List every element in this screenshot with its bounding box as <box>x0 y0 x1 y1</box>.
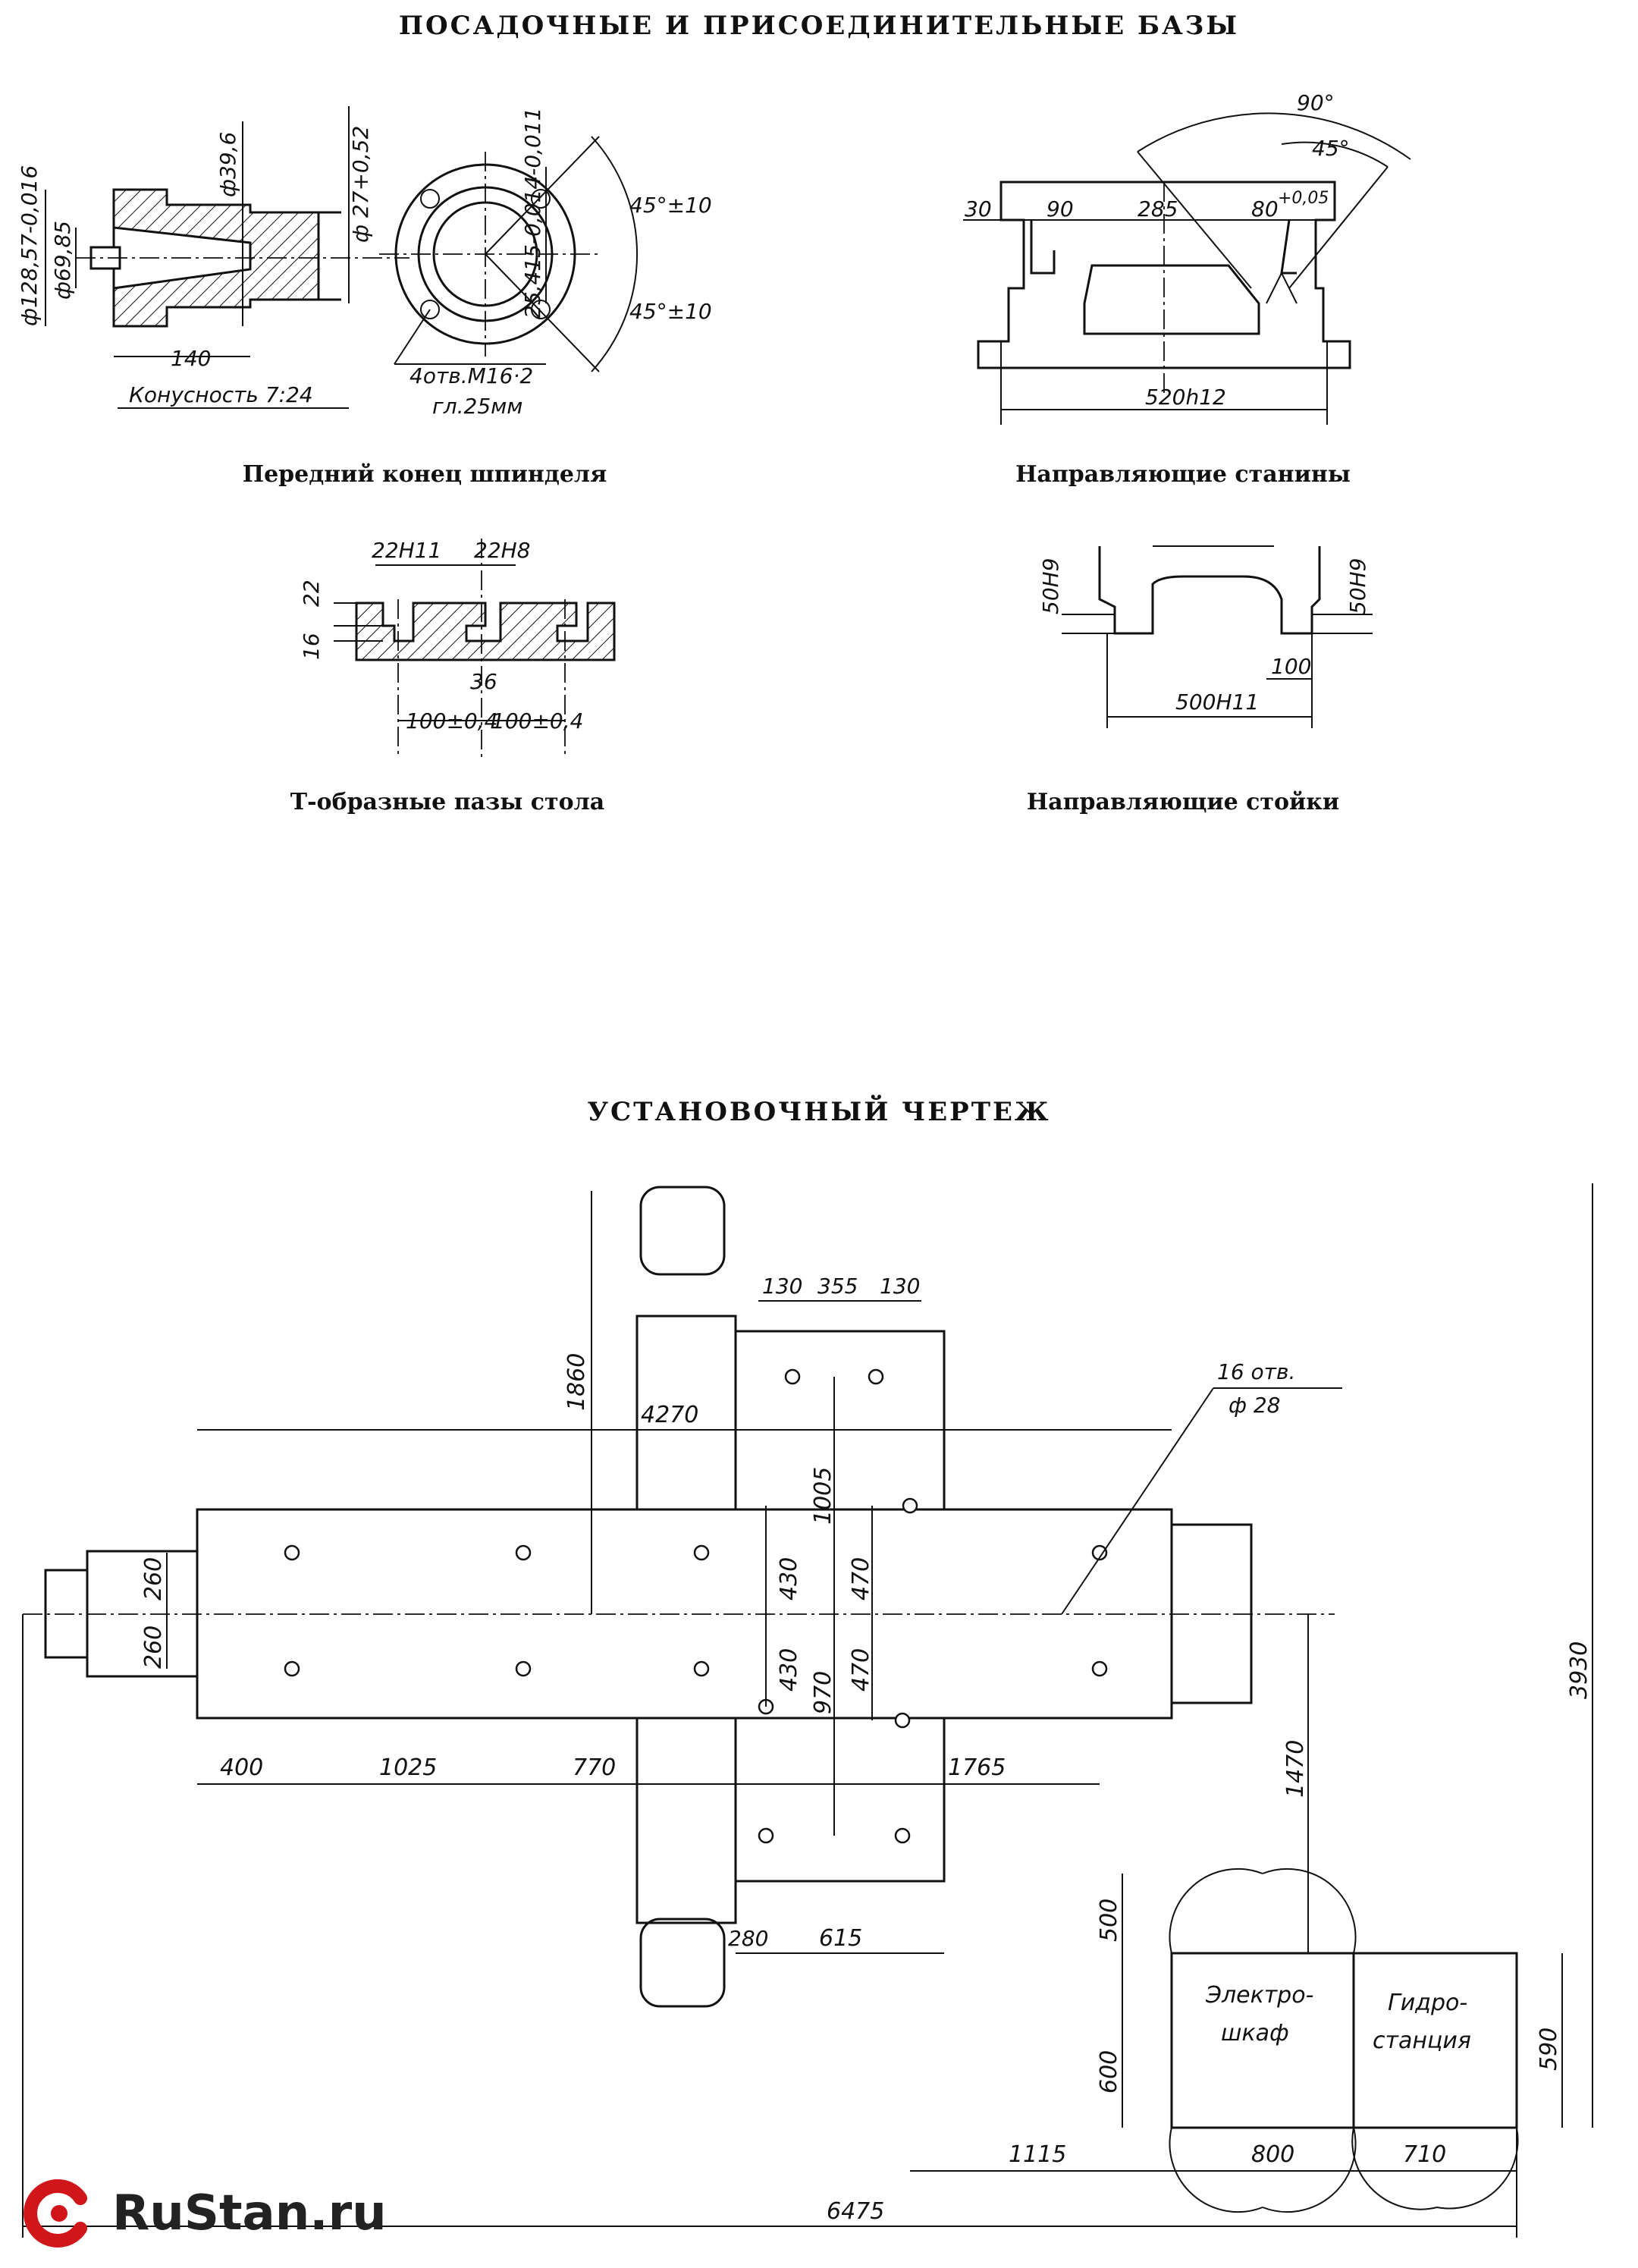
dim-depth: гл.25мм <box>432 394 522 419</box>
dim-430b: 430 <box>776 1648 802 1692</box>
elektro-label-2: шкаф <box>1221 2020 1289 2047</box>
dim-6475: 6475 <box>827 2198 884 2225</box>
dim-3930: 3930 <box>1566 1641 1592 1699</box>
dim-taper: Конусность 7:24 <box>129 382 313 407</box>
dim-1005: 1005 <box>810 1467 836 1525</box>
dim-slot-pitch1: 100±0,4 <box>406 708 497 733</box>
dim-615: 615 <box>819 1925 862 1952</box>
dim-260b: 260 <box>140 1626 167 1669</box>
dim-500: 500 <box>1096 1899 1122 1942</box>
install-title: УСТАНОВОЧНЫЙ ЧЕРТЕЖ <box>587 1097 1051 1127</box>
dim-130b: 130 <box>880 1274 920 1299</box>
dim-bed-80-tol: +0,05 <box>1278 189 1329 208</box>
dim-slot-22h8: 22H8 <box>474 538 531 563</box>
dim-slot-22: 22 <box>299 580 324 607</box>
page-title: ПОСАДОЧНЫЕ И ПРИСОЕДИНИТЕЛЬНЫЕ БАЗЫ <box>398 11 1240 41</box>
caption-column: Направляющие стойки <box>1026 789 1340 815</box>
elektro-label-1: Электро- <box>1205 1982 1313 2009</box>
dim-angle-top: 45°±10 <box>629 193 712 218</box>
bed-guideways-profile <box>963 112 1411 425</box>
column-guideways-profile <box>1062 545 1373 728</box>
dim-470a: 470 <box>848 1557 874 1600</box>
spindle-front-view <box>379 136 638 372</box>
dim-bed-80: 80 <box>1251 196 1279 221</box>
dim-slot-pitch2: 100±0,4 <box>491 708 583 733</box>
caption-bed: Направляющие станины <box>1015 461 1351 488</box>
dim-280: 280 <box>728 1926 768 1951</box>
dim-1470: 1470 <box>1282 1740 1309 1798</box>
caption-slots: Т-образные пазы стола <box>290 789 605 815</box>
dim-holes: 4отв.М16·2 <box>410 363 533 388</box>
dim-col-50-left: 50H9 <box>1038 558 1063 615</box>
dim-140: 140 <box>171 346 211 371</box>
dim-d39: ф39,6 <box>215 132 240 197</box>
dim-600: 600 <box>1096 2050 1122 2094</box>
dim-260a: 260 <box>140 1557 167 1600</box>
brand-logo[interactable]: RuStan.ru <box>21 2175 387 2251</box>
dim-800: 800 <box>1251 2141 1294 2168</box>
dim-bed-90: 90° <box>1297 90 1335 115</box>
dim-col-50-right: 50H9 <box>1345 558 1370 615</box>
dim-25415: 25,415-0,014-0,011 <box>520 108 545 319</box>
dim-770: 770 <box>573 1754 616 1781</box>
dim-col-500: 500H11 <box>1175 690 1259 715</box>
dim-d128: ф128,57-0,016 <box>17 165 42 326</box>
dim-970: 970 <box>810 1671 836 1714</box>
gidro-label-1: Гидро- <box>1388 1990 1467 2016</box>
dim-1765: 1765 <box>948 1754 1006 1781</box>
spindle-section-view <box>76 188 410 328</box>
spindle-dimension-lines <box>45 106 547 409</box>
gidro-label-2: станция <box>1373 2028 1471 2054</box>
dim-1860: 1860 <box>563 1353 590 1411</box>
dim-1025: 1025 <box>379 1754 437 1781</box>
dim-4270: 4270 <box>641 1402 698 1428</box>
dim-bed-45: 45° <box>1312 136 1350 161</box>
dim-d69: ф69,85 <box>50 221 75 300</box>
dim-400: 400 <box>220 1754 263 1781</box>
dim-bed-520: 520h12 <box>1145 385 1226 410</box>
dim-slot-36: 36 <box>470 669 497 694</box>
dim-holes-a: 16 отв. <box>1217 1359 1295 1384</box>
dim-430a: 430 <box>776 1557 802 1600</box>
brand-c-icon <box>24 2179 87 2248</box>
dim-angle-bottom: 45°±10 <box>629 299 712 324</box>
dim-470b: 470 <box>848 1648 874 1692</box>
dim-bed-30: 30 <box>965 196 992 221</box>
dim-1115: 1115 <box>1009 2141 1066 2168</box>
brand-name: RuStan.ru <box>112 2185 387 2241</box>
caption-spindle: Передний конец шпинделя <box>242 461 607 488</box>
dim-col-100: 100 <box>1271 654 1311 679</box>
dim-590: 590 <box>1536 2028 1562 2071</box>
dim-355: 355 <box>817 1274 858 1299</box>
dim-710: 710 <box>1403 2141 1446 2168</box>
dim-130a: 130 <box>762 1274 802 1299</box>
dim-bed-90mm: 90 <box>1046 196 1074 221</box>
t-slots-profile <box>334 539 616 759</box>
dim-slot-22h11: 22H11 <box>372 538 441 563</box>
dim-slot-16: 16 <box>299 633 324 660</box>
dim-d27: ф 27+0,52 <box>348 126 373 243</box>
installation-plan <box>22 1183 1593 2238</box>
dim-bed-285: 285 <box>1138 196 1178 221</box>
dim-holes-b: ф 28 <box>1228 1393 1280 1418</box>
